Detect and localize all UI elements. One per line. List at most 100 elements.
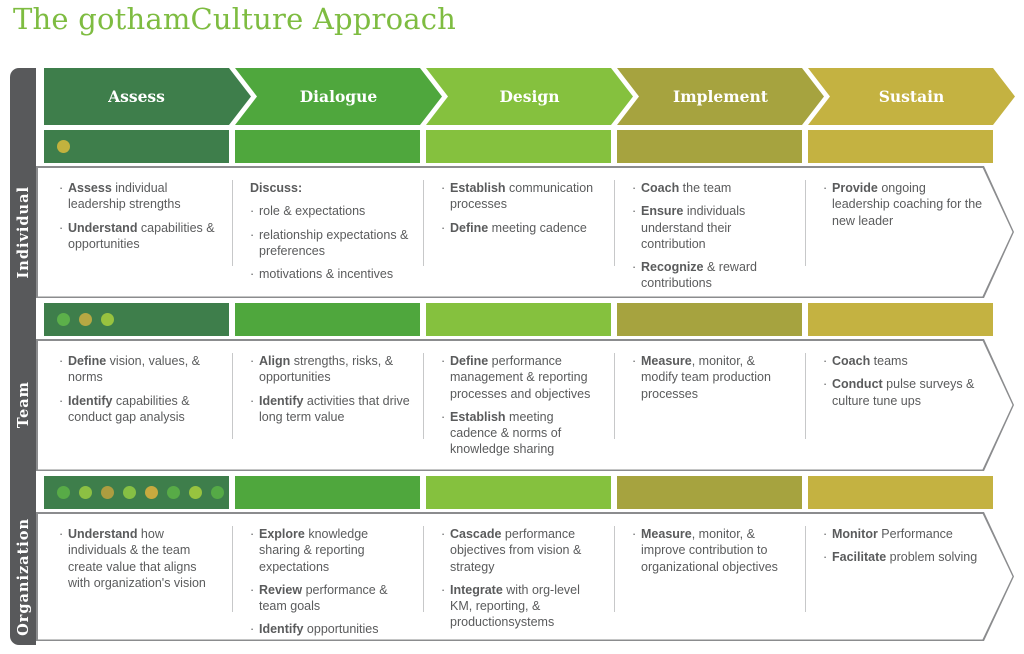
bullet-dot: · bbox=[59, 181, 64, 195]
bullet-dot: · bbox=[823, 527, 828, 541]
progress-cell bbox=[44, 130, 229, 163]
item-text: performance management & reporting proce… bbox=[450, 354, 591, 401]
bullet-item: ·Cascade performance objectives from vis… bbox=[441, 526, 601, 575]
bullet-dot: · bbox=[441, 220, 446, 235]
row-content-team: ·Define vision, values, & norms·Identify… bbox=[36, 339, 1014, 471]
item-text: Identify bbox=[259, 622, 304, 637]
progress-dot bbox=[145, 486, 158, 499]
item-text: capabilities & opportunities bbox=[68, 220, 215, 251]
item-text: , monitor, & improve contribution to org… bbox=[641, 527, 778, 574]
content-cell-individual-implement: ·Coach the team·Ensure individuals under… bbox=[614, 179, 802, 299]
item-text: motivations & incentives bbox=[259, 267, 394, 281]
page-title: The gothamCulture Approach bbox=[13, 2, 457, 36]
bullet-item: ·Facilitate problem solving bbox=[823, 549, 983, 565]
bullet-dot: · bbox=[250, 204, 255, 219]
item-text: Performance bbox=[877, 527, 953, 541]
bullet-dot: · bbox=[441, 354, 446, 368]
bullet-dot: · bbox=[441, 409, 446, 424]
item-text: Understand bbox=[68, 220, 138, 235]
bullet-dot: · bbox=[59, 527, 64, 541]
bullet-item: ·Understand how individuals & the team c… bbox=[59, 526, 219, 591]
bullet-dot: · bbox=[632, 181, 637, 195]
item-text: Assess bbox=[68, 181, 112, 195]
bullet-item: ·Monitor Performance bbox=[823, 526, 983, 542]
phase-header-dialogue: Dialogue bbox=[235, 68, 442, 125]
content-cell-team-assess: ·Define vision, values, & norms · Identify… bbox=[44, 352, 229, 465]
bullet-dot: · bbox=[59, 220, 64, 235]
progress-bar-row-team bbox=[44, 303, 993, 336]
phase-header-label: Implement bbox=[673, 87, 768, 106]
item-text: capabilities & conduct gap analysis bbox=[68, 393, 190, 424]
progress-cell bbox=[808, 476, 993, 509]
bullet-item: ·Measure, monitor, & modify team product… bbox=[632, 353, 792, 402]
bullet-item: ·Review performance & team goals bbox=[250, 582, 410, 615]
item-text: ongoing leadership coaching for the new … bbox=[832, 181, 983, 228]
progress-dot bbox=[57, 486, 70, 499]
item-text: individual leadership strengths bbox=[68, 181, 181, 212]
progress-dot bbox=[123, 486, 136, 499]
item-text: pulse surveys & culture tune ups bbox=[832, 377, 975, 408]
item-text: Identify bbox=[68, 393, 113, 408]
content-cell-team-design: · Define performance management & reporti… bbox=[423, 352, 611, 465]
bullet-item: · Identify capabilities & conduct gap ana… bbox=[59, 393, 219, 426]
item-text: how individuals & the team create value … bbox=[68, 527, 206, 590]
bullet-item: ·Define vision, values, & norms bbox=[59, 353, 219, 386]
item-text: & reward contributions bbox=[641, 260, 758, 291]
item-text: Identify bbox=[259, 393, 304, 408]
bullet-item: ·Coach the team bbox=[632, 180, 792, 196]
item-text: Coach bbox=[832, 354, 871, 368]
phase-header-implement: Implement bbox=[617, 68, 824, 125]
bullet-dot: · bbox=[632, 204, 637, 219]
item-text: Integrate bbox=[450, 582, 503, 597]
item-text: Conduct bbox=[832, 377, 883, 392]
content-cell-individual-assess: · Assess individual leadership strengths ·… bbox=[44, 179, 229, 299]
item-text: relationship expectations & preferences bbox=[259, 227, 409, 258]
progress-cell bbox=[808, 130, 993, 163]
progress-cell bbox=[617, 130, 802, 163]
item-text: Align bbox=[259, 354, 291, 368]
bullet-item: ·Integrate with org-level KM, reporting,… bbox=[441, 582, 601, 631]
item-text: Measure bbox=[641, 527, 692, 541]
content-cell-team-dialogue: ·Align strengths, risks, & opportunities… bbox=[232, 352, 420, 465]
progress-dot bbox=[79, 486, 92, 499]
bullet-item: · Conduct pulse surveys & culture tune up… bbox=[823, 376, 983, 409]
phase-header-label: Dialogue bbox=[299, 87, 378, 106]
bullet-dot: · bbox=[59, 393, 64, 408]
progress-cell bbox=[235, 476, 420, 509]
content-cell-organization-sustain: ·Monitor Performance ·Facilitate problem … bbox=[805, 525, 993, 645]
bullet-dot: · bbox=[632, 260, 637, 274]
row-label-text: Individual bbox=[14, 185, 32, 279]
item-text: vision, values, & norms bbox=[68, 354, 200, 385]
bullet-item: ·Establish communication processes bbox=[441, 180, 601, 213]
item-text: individuals understand their contributio… bbox=[641, 204, 746, 251]
bullet-item: ·motivations & incentives bbox=[250, 266, 410, 282]
bullet-dot: · bbox=[823, 354, 828, 368]
content-arrow-fill bbox=[38, 514, 1013, 640]
item-text: Coach bbox=[641, 181, 680, 195]
content-cell-individual-dialogue: Discuss:·role & expectations·relationshi… bbox=[232, 179, 420, 299]
progress-cell bbox=[235, 130, 420, 163]
content-cell-individual-design: ·Establish communication processes · Defin… bbox=[423, 179, 611, 299]
progress-cell bbox=[426, 130, 611, 163]
phase-header-design: Design bbox=[426, 68, 633, 125]
progress-dot bbox=[57, 140, 70, 153]
bullet-item: ·Explore knowledge sharing & reporting e… bbox=[250, 526, 410, 575]
item-text: knowledge sharing & reporting expectatio… bbox=[259, 527, 369, 574]
bullet-dot: · bbox=[823, 377, 828, 392]
progress-cell bbox=[235, 303, 420, 336]
item-text: Cascade bbox=[450, 527, 502, 541]
phase-header-label: Design bbox=[499, 87, 560, 106]
item-text: role & expectations bbox=[259, 204, 366, 219]
phase-header-label: Assess bbox=[108, 87, 165, 106]
bullet-dot: · bbox=[250, 622, 255, 637]
progress-cell bbox=[44, 303, 229, 336]
item-text: Define bbox=[450, 220, 489, 235]
bullet-dot: · bbox=[823, 550, 828, 565]
progress-cell bbox=[617, 303, 802, 336]
sidebar-rail bbox=[10, 68, 36, 645]
progress-dot bbox=[57, 313, 70, 326]
item-text: Ensure bbox=[641, 204, 684, 219]
item-text: Define bbox=[450, 354, 489, 368]
content-cell-individual-sustain: ·Provide ongoing leadership coaching for… bbox=[805, 179, 993, 299]
item-text: Recognize bbox=[641, 260, 704, 274]
